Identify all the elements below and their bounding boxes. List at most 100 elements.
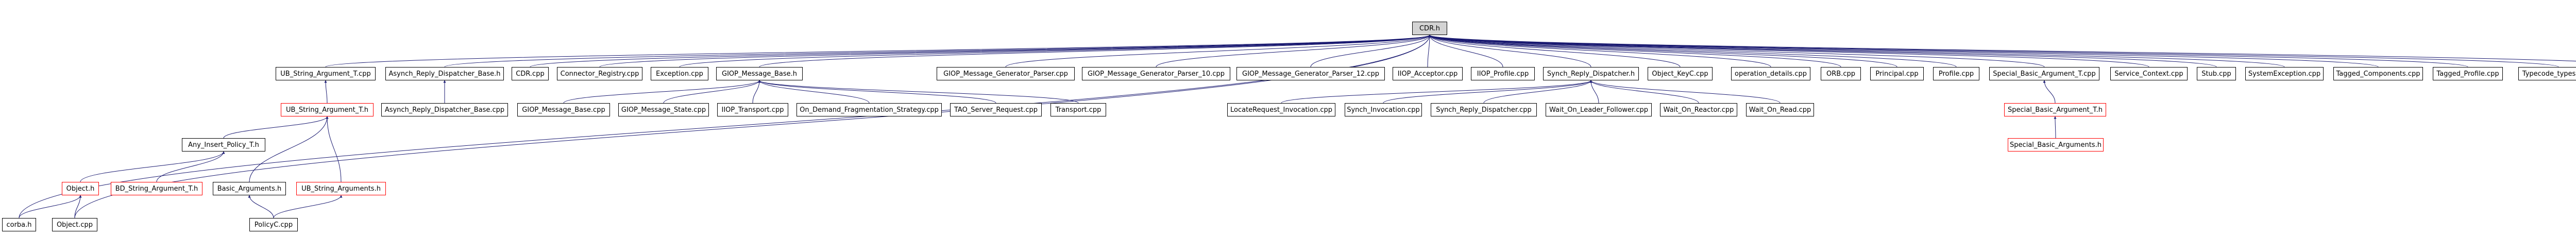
graph-node-object-keyc-cpp[interactable]: Object_KeyC.cpp xyxy=(1648,67,1713,80)
graph-node-giop-message-state-cpp[interactable]: GIOP_Message_State.cpp xyxy=(618,103,709,116)
graph-node-basic-arguments-h[interactable]: Basic_Arguments.h xyxy=(213,182,286,195)
graph-node-label: Special_Basic_Argument_T.h xyxy=(2007,106,2103,114)
graph-node-label: UB_String_Argument_T.h xyxy=(286,106,368,114)
graph-node-label: Stub.cpp xyxy=(2201,70,2231,78)
graph-node-policyc-cpp[interactable]: PolicyC.cpp xyxy=(249,218,298,231)
graph-node-tagged-profile-cpp[interactable]: Tagged_Profile.cpp xyxy=(2433,67,2503,80)
graph-edge xyxy=(248,195,274,219)
graph-edge xyxy=(223,116,329,139)
graph-edge xyxy=(1428,35,2468,68)
graph-node-cdr-h[interactable]: CDR.h xyxy=(1412,22,1447,35)
graph-edge xyxy=(1428,35,1841,68)
graph-edge xyxy=(679,35,1431,68)
graph-node-giop-message-generator-parser-cpp[interactable]: GIOP_Message_Generator_Parser.cpp xyxy=(937,67,1075,80)
graph-edge xyxy=(563,80,761,104)
graph-node-wait-on-leader-follower-cpp[interactable]: Wait_On_Leader_Follower.cpp xyxy=(1546,103,1652,116)
graph-node-on-demand-fragmentation-strategy-cpp[interactable]: On_Demand_Fragmentation_Strategy.cpp xyxy=(796,103,942,116)
graph-edge xyxy=(1428,35,2559,68)
graph-node-iiop-acceptor-cpp[interactable]: IIOP_Acceptor.cpp xyxy=(1393,67,1463,80)
graph-edge xyxy=(758,80,1079,104)
graph-node-label: UB_String_Arguments.h xyxy=(301,184,381,193)
graph-node-label: TAO_Server_Request.cpp xyxy=(954,106,1038,114)
graph-edge xyxy=(752,80,761,104)
graph-edge xyxy=(273,195,343,219)
graph-node-connector-registry-cpp[interactable]: Connector_Registry.cpp xyxy=(557,67,642,80)
graph-edge xyxy=(1428,35,1897,68)
graph-node-label: Wait_On_Read.cpp xyxy=(1749,106,1811,114)
graph-node-principal-cpp[interactable]: Principal.cpp xyxy=(1870,67,1924,80)
graph-node-giop-message-base-h[interactable]: GIOP_Message_Base.h xyxy=(716,67,803,80)
graph-node-ub-string-argument-t-h[interactable]: UB_String_Argument_T.h xyxy=(281,103,374,116)
graph-node-tao-server-request-cpp[interactable]: TAO_Server_Request.cpp xyxy=(950,103,1042,116)
graph-node-profile-cpp[interactable]: Profile.cpp xyxy=(1933,67,1979,80)
graph-node-giop-message-base-cpp[interactable]: GIOP_Message_Base.cpp xyxy=(517,103,610,116)
graph-node-stub-cpp[interactable]: Stub.cpp xyxy=(2197,67,2236,80)
graph-node-label: Synch_Invocation.cpp xyxy=(1347,106,1420,114)
graph-node-giop-message-generator-parser-12-cpp[interactable]: GIOP_Message_Generator_Parser_12.cpp xyxy=(1236,67,1385,80)
graph-node-object-h[interactable]: Object.h xyxy=(62,182,99,195)
graph-node-wait-on-read-cpp[interactable]: Wait_On_Read.cpp xyxy=(1746,103,1814,116)
graph-node-label: Asynch_Reply_Dispatcher_Base.cpp xyxy=(384,106,505,114)
graph-node-label: Tagged_Components.cpp xyxy=(2336,70,2420,78)
graph-node-bd-string-argument-t-h[interactable]: BD_String_Argument_T.h xyxy=(111,182,202,195)
graph-node-cdr-cpp[interactable]: CDR.cpp xyxy=(512,67,549,80)
graph-node-special-basic-argument-t-h[interactable]: Special_Basic_Argument_T.h xyxy=(2004,103,2106,116)
graph-node-label: Object.cpp xyxy=(56,221,93,229)
graph-node-label: CDR.h xyxy=(1419,24,1440,32)
graph-node-object-cpp[interactable]: Object.cpp xyxy=(52,218,97,231)
graph-node-special-basic-arguments-h[interactable]: Special_Basic_Arguments.h xyxy=(2008,138,2104,152)
graph-node-label: GIOP_Message_Base.cpp xyxy=(522,106,605,114)
graph-node-synch-reply-dispatcher-cpp[interactable]: Synch_Reply_Dispatcher.cpp xyxy=(1431,103,1537,116)
graph-node-synch-reply-dispatcher-h[interactable]: Synch_Reply_Dispatcher.h xyxy=(1543,67,1639,80)
graph-node-label: operation_details.cpp xyxy=(1735,70,1807,78)
graph-node-operation-details-cpp[interactable]: operation_details.cpp xyxy=(1731,67,1810,80)
graph-node-any-insert-policy-t-h[interactable]: Any_Insert_Policy_T.h xyxy=(182,138,265,152)
graph-node-typecode-typesc-cpp[interactable]: Typecode_typesC.cpp xyxy=(2518,67,2576,80)
graph-node-label: Principal.cpp xyxy=(1875,70,1919,78)
graph-node-label: Synch_Reply_Dispatcher.cpp xyxy=(1436,106,1532,114)
graph-node-ub-string-argument-t-cpp[interactable]: UB_String_Argument_T.cpp xyxy=(276,67,376,80)
graph-node-transport-cpp[interactable]: Transport.cpp xyxy=(1050,103,1106,116)
graph-edge xyxy=(758,80,996,104)
graph-node-iiop-transport-cpp[interactable]: IIOP_Transport.cpp xyxy=(717,103,788,116)
graph-node-label: Profile.cpp xyxy=(1938,70,1974,78)
graph-node-orb-cpp[interactable]: ORB.cpp xyxy=(1821,67,1861,80)
graph-node-ub-string-arguments-h[interactable]: UB_String_Arguments.h xyxy=(296,182,386,195)
graph-node-label: Exception.cpp xyxy=(656,70,703,78)
graph-node-label: Object_KeyC.cpp xyxy=(1652,70,1708,78)
graph-node-systemexception-cpp[interactable]: SystemException.cpp xyxy=(2245,67,2324,80)
graph-edge xyxy=(156,151,225,182)
graph-edge xyxy=(2043,80,2056,104)
graph-edge xyxy=(1428,35,2217,68)
graph-node-giop-message-generator-parser-10-cpp[interactable]: GIOP_Message_Generator_Parser_10.cpp xyxy=(1082,67,1230,80)
graph-edge xyxy=(2054,116,2057,139)
graph-edge xyxy=(530,35,1431,68)
graph-node-wait-on-reactor-cpp[interactable]: Wait_On_Reactor.cpp xyxy=(1660,103,1737,116)
graph-edge xyxy=(1383,80,1592,104)
graph-node-asynch-reply-dispatcher-base-cpp[interactable]: Asynch_Reply_Dispatcher_Base.cpp xyxy=(381,103,508,116)
graph-node-label: Object.h xyxy=(66,184,95,193)
graph-node-label: PolicyC.cpp xyxy=(254,221,293,229)
graph-edge xyxy=(1428,35,2379,68)
graph-node-label: corba.h xyxy=(6,221,32,229)
graph-node-synch-invocation-cpp[interactable]: Synch_Invocation.cpp xyxy=(1345,103,1422,116)
graph-node-corba-h[interactable]: corba.h xyxy=(2,218,36,231)
graph-node-tagged-components-cpp[interactable]: Tagged_Components.cpp xyxy=(2333,67,2423,80)
graph-edge xyxy=(1428,35,2149,68)
graph-node-locaterequest-invocation-cpp[interactable]: LocateRequest_Invocation.cpp xyxy=(1227,103,1335,116)
graph-edge xyxy=(325,35,1431,68)
graph-edge xyxy=(1281,80,1592,104)
graph-node-label: LocateRequest_Invocation.cpp xyxy=(1230,106,1333,114)
graph-node-special-basic-argument-t-cpp[interactable]: Special_Basic_Argument_T.cpp xyxy=(1989,67,2099,80)
graph-edge xyxy=(599,35,1431,68)
graph-edge xyxy=(19,195,82,219)
graph-node-label: SystemException.cpp xyxy=(2248,70,2321,78)
graph-node-label: Wait_On_Reactor.cpp xyxy=(1663,106,1734,114)
graph-node-exception-cpp[interactable]: Exception.cpp xyxy=(651,67,708,80)
graph-node-label: Typecode_typesC.cpp xyxy=(2522,70,2576,78)
graph-node-asynch-reply-dispatcher-base-h[interactable]: Asynch_Reply_Dispatcher_Base.h xyxy=(385,67,504,80)
graph-node-iiop-profile-cpp[interactable]: IIOP_Profile.cpp xyxy=(1471,67,1535,80)
graph-edge xyxy=(1428,35,2285,68)
graph-node-service-context-cpp[interactable]: Service_Context.cpp xyxy=(2110,67,2188,80)
